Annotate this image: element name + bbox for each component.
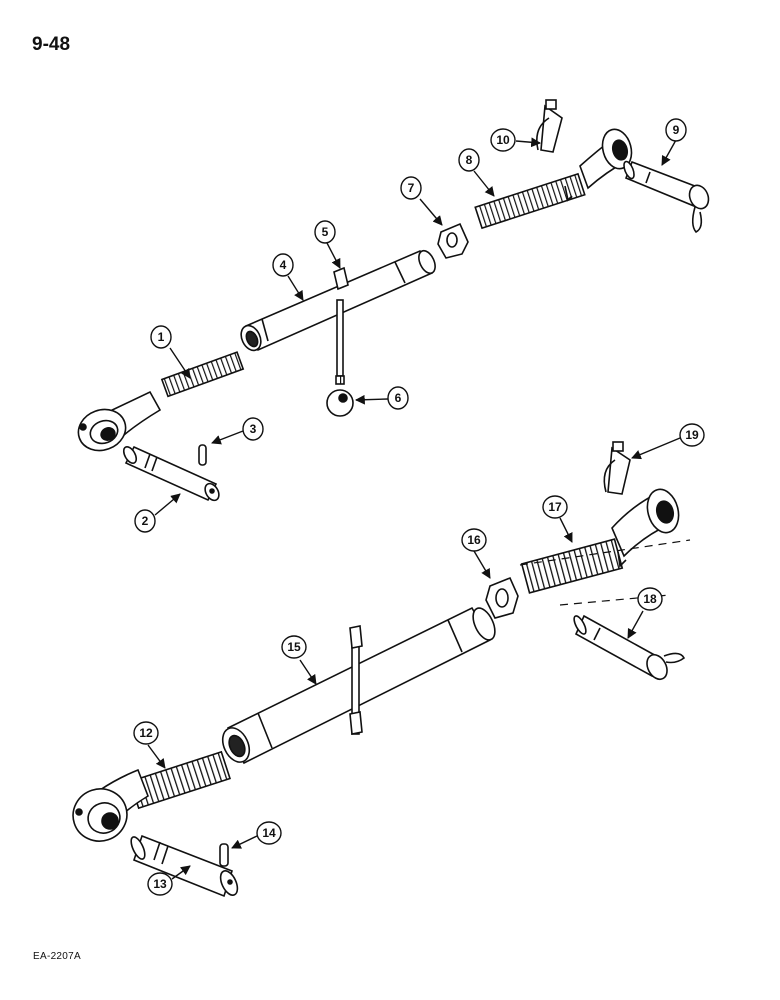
callout-14-label: 14 — [262, 826, 276, 840]
callout-9-label: 9 — [673, 123, 680, 137]
callout-10-label: 10 — [496, 133, 510, 147]
callout-1-label: 1 — [158, 330, 165, 344]
callout-8: 8 — [458, 148, 480, 172]
callout-6: 6 — [387, 386, 409, 410]
callout-18-label: 18 — [643, 592, 657, 606]
callout-16-label: 16 — [467, 533, 481, 547]
part-16-lock-nut — [485, 576, 519, 619]
upper-top-link-assembly — [77, 99, 710, 502]
part-12-ball-end-left — [72, 750, 231, 842]
callout-5: 5 — [314, 220, 336, 244]
callout-13-label: 13 — [153, 877, 167, 891]
callout-16: 16 — [461, 528, 487, 552]
callout-7: 7 — [400, 176, 422, 200]
part-8-ball-end-right — [474, 128, 633, 230]
part-6-handle-knob — [326, 299, 354, 417]
callout-17: 17 — [542, 495, 568, 519]
callout-8-label: 8 — [466, 153, 473, 167]
part-17-ball-end-right — [520, 488, 680, 594]
callout-1: 1 — [150, 325, 172, 349]
callout-14: 14 — [256, 821, 282, 845]
callout-18: 18 — [637, 587, 663, 611]
part-3-roll-pin — [198, 444, 207, 466]
callout-6-label: 6 — [395, 391, 402, 405]
callout-3-label: 3 — [250, 422, 257, 436]
callout-4-label: 4 — [280, 258, 287, 272]
callout-12: 12 — [133, 721, 159, 745]
callout-15: 15 — [281, 635, 307, 659]
part-1-ball-end-left — [77, 351, 245, 452]
callout-2: 2 — [134, 509, 156, 533]
callout-3: 3 — [242, 417, 264, 441]
callout-4: 4 — [272, 253, 294, 277]
callout-19: 19 — [679, 423, 705, 447]
callout-17-label: 17 — [548, 500, 562, 514]
part-10-linch-pin — [536, 99, 563, 153]
callout-7-label: 7 — [408, 181, 415, 195]
callout-9: 9 — [665, 118, 687, 142]
callout-13: 13 — [147, 872, 173, 896]
callout-5-label: 5 — [322, 225, 329, 239]
part-19-linch-pin — [603, 441, 631, 495]
part-14-roll-pin — [219, 843, 229, 867]
page-number: 9-48 — [32, 34, 71, 55]
part-9-pin-with-clip — [623, 160, 710, 233]
callout-2-label: 2 — [142, 514, 149, 528]
callout-10: 10 — [490, 128, 516, 152]
part-2-pin — [122, 445, 220, 502]
callout-15-label: 15 — [287, 640, 301, 654]
callout-12-label: 12 — [139, 726, 153, 740]
part-15-body-tube — [221, 606, 496, 765]
part-5-handle-key — [333, 266, 349, 291]
callout-19-label: 19 — [685, 428, 699, 442]
part-7-lock-nut — [437, 222, 469, 259]
figure-code: EA-2207A — [33, 951, 81, 962]
lower-top-link-assembly — [72, 441, 691, 898]
callout-group: 1 2 3 4 5 6 7 8 9 10 12 13 14 15 16 17 1… — [133, 118, 705, 896]
part-18-pin-with-clip — [573, 614, 686, 681]
